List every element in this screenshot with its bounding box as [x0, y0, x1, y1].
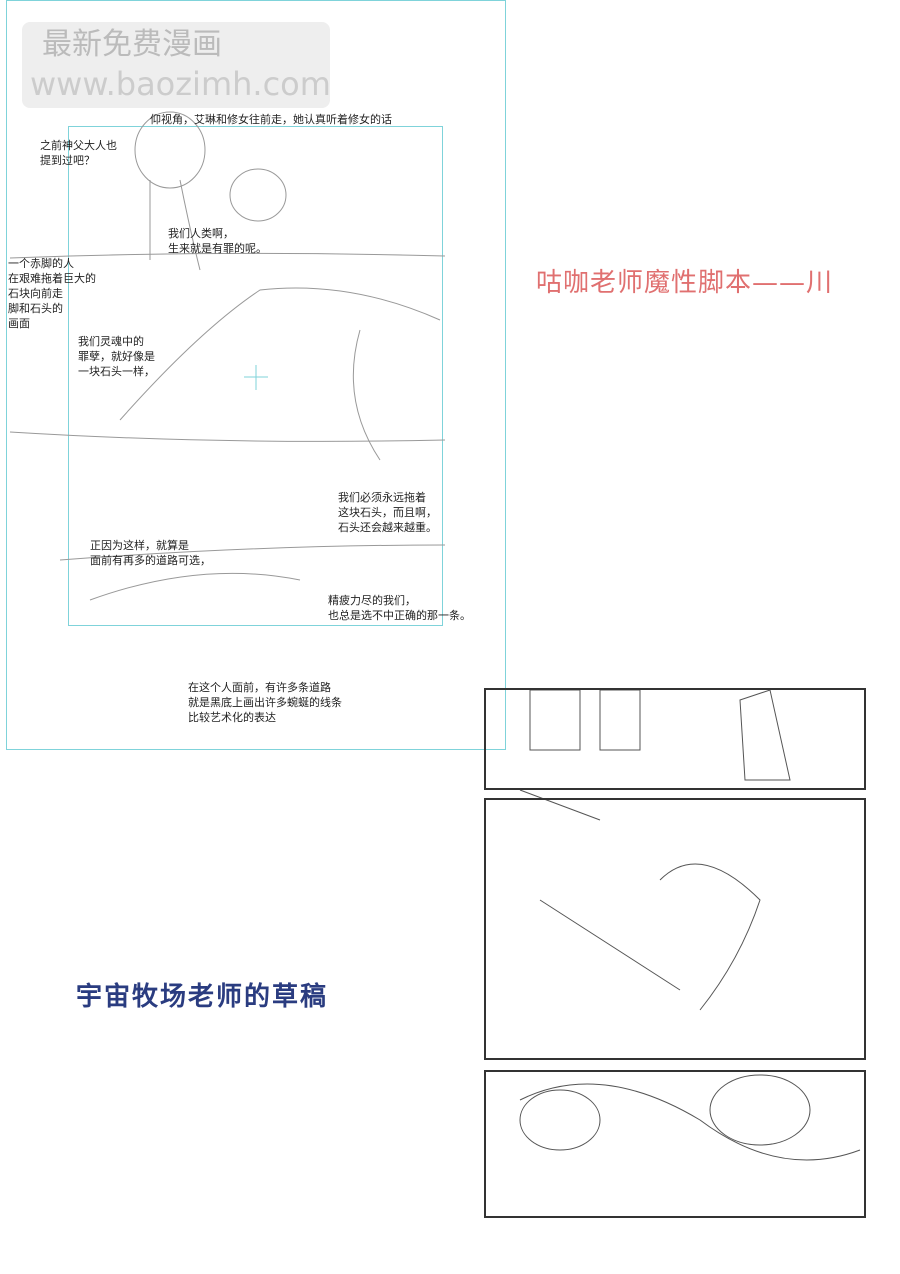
speech-bubble: 精疲力尽的我们， 也总是选不中正确的那一条。 [328, 594, 471, 622]
side-note: 一个赤脚的人 在艰难拖着巨大的 石块向前走 脚和石头的 画面 [8, 257, 96, 330]
speech-bubble: 正因为这样，就算是 面前有再多的道路可选， [90, 539, 211, 567]
watermark-url: www.baozimh.com [30, 65, 331, 103]
red-caption: 咕咖老师魔性脚本——川 [536, 268, 834, 298]
speech-bubble: 我们灵魂中的 罪孽，就好像是 一块石头一样， [78, 335, 155, 378]
speech-bubble: 我们必须永远拖着 这块石头，而且啊， 石头还会越来越重。 [338, 491, 437, 534]
blue-caption: 宇宙牧场老师的草稿 [76, 982, 329, 1012]
speech-bubble: 我们人类啊， 生来就是有罪的呢。 [168, 227, 267, 255]
panel-guide-frame [68, 126, 443, 626]
speech-bubble: 之前神父大人也 提到过吧？ [40, 139, 117, 167]
sketch-panel-1 [484, 688, 866, 790]
scene-direction: 仰视角，艾琳和修女往前走，她认真听着修女的话 [150, 113, 392, 126]
bottom-note: 在这个人面前，有许多条道路 就是黑底上画出许多蜿蜒的线条 比较艺术化的表达 [188, 681, 342, 724]
sketch-panel-2 [484, 798, 866, 1060]
script-sheet [6, 0, 506, 750]
watermark-title: 最新免费漫画 [42, 27, 222, 62]
watermark: 最新免费漫画 www.baozimh.com [22, 22, 331, 108]
sketch-panel-3 [484, 1070, 866, 1218]
